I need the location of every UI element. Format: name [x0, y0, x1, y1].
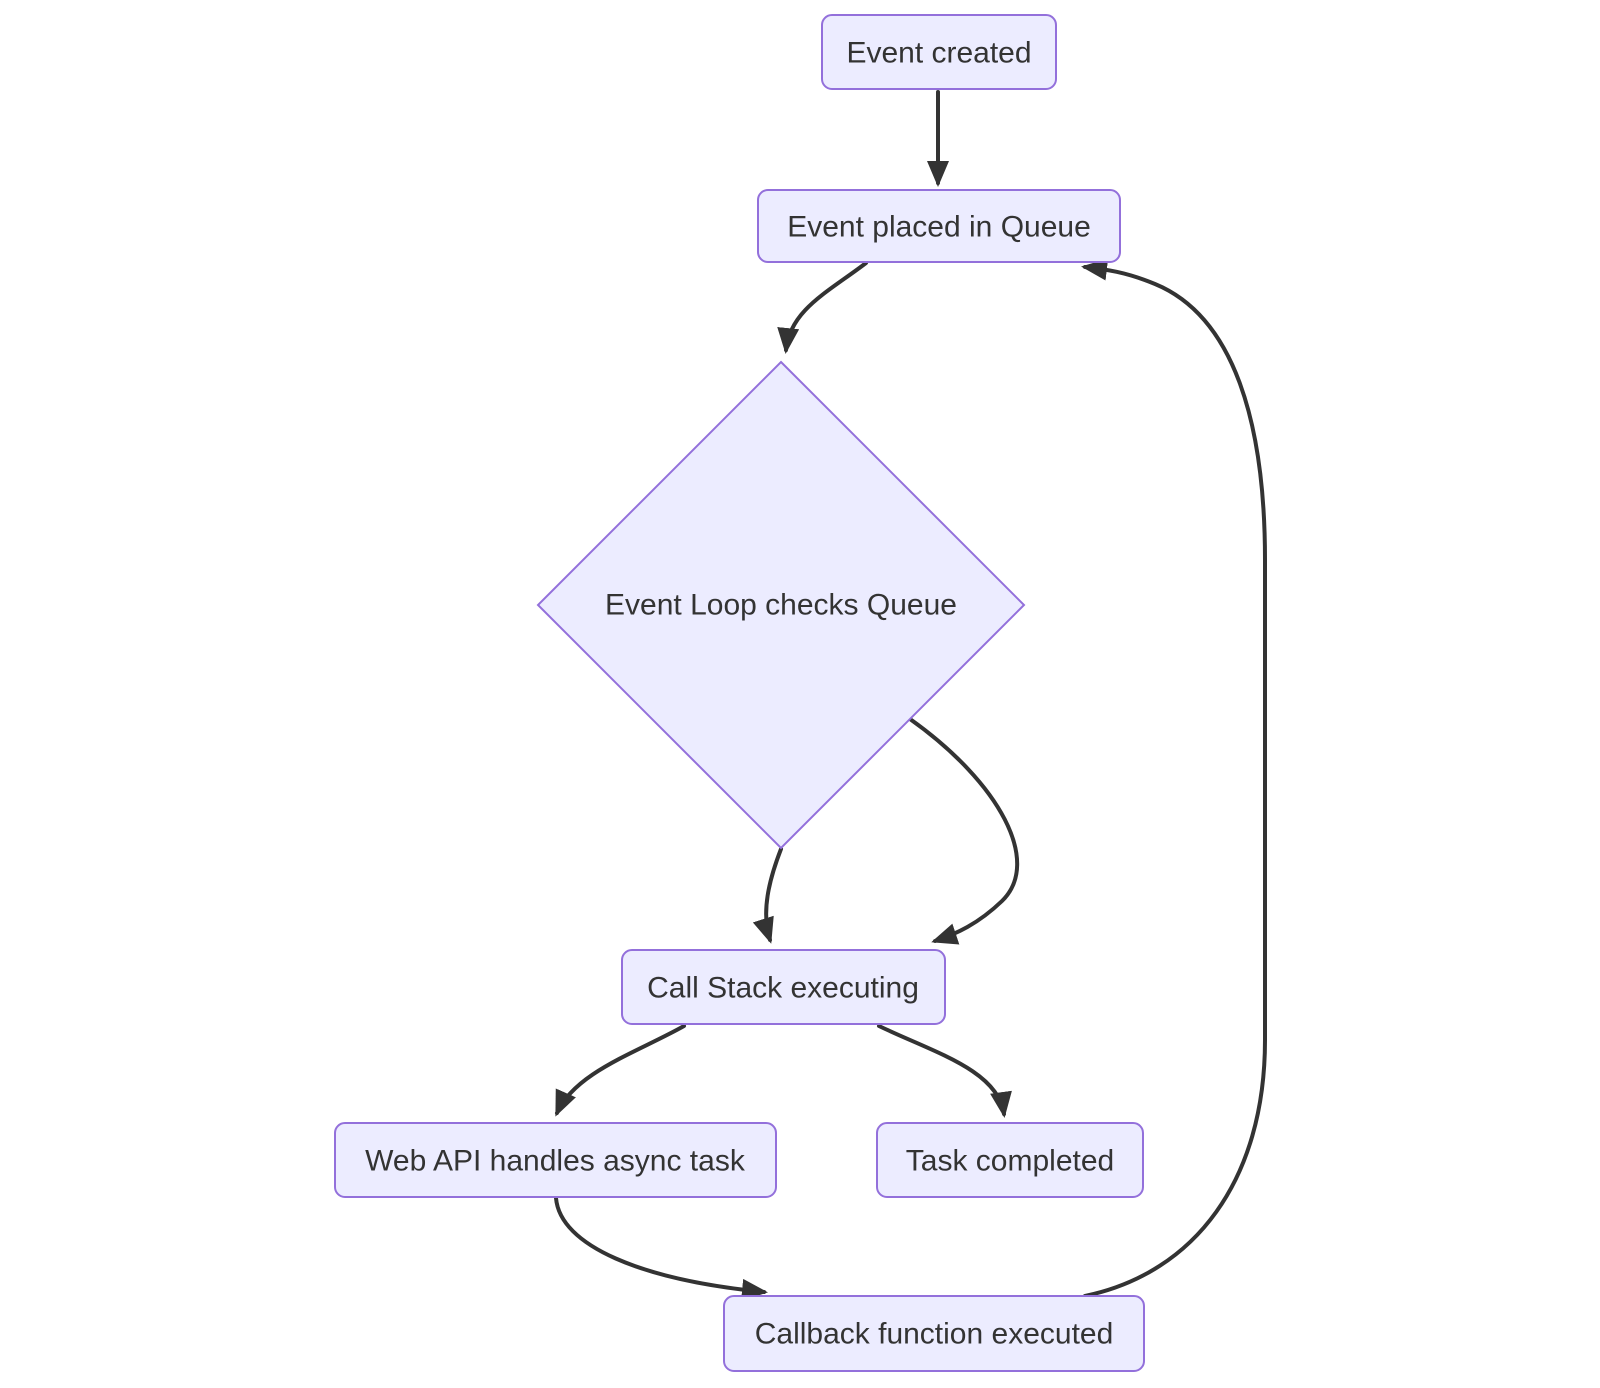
node-callback-function-executed: Callback function executed: [723, 1295, 1145, 1372]
node-task-completed: Task completed: [876, 1122, 1144, 1198]
edge-call-stack-to-web-api: [555, 1024, 686, 1117]
edge-callback-to-queue: [1081, 258, 1267, 1298]
node-task-completed-label: Task completed: [906, 1145, 1114, 1178]
node-event-placed-in-queue-label: Event placed in Queue: [787, 211, 1091, 244]
node-web-api-handles-async-task: Web API handles async task: [334, 1122, 777, 1198]
edge-web-api-to-callback: [554, 1196, 768, 1301]
node-event-loop-checks-queue-shape: [536, 360, 1026, 850]
node-web-api-handles-async-task-label: Web API handles async task: [365, 1145, 746, 1178]
node-event-placed-in-queue-shape: [757, 189, 1121, 263]
node-call-stack-executing: Call Stack executing: [621, 949, 946, 1025]
node-callback-function-executed-shape: [723, 1295, 1145, 1372]
node-event-loop-checks-queue: Event Loop checks Queue: [536, 360, 1026, 850]
edges: [554, 90, 1267, 1301]
edge-queue-to-event-loop: [777, 261, 868, 354]
edge-event-loop-to-call-stack-left: [752, 847, 783, 944]
node-event-created-label: Event created: [846, 37, 1031, 70]
node-call-stack-executing-shape: [621, 949, 946, 1025]
edge-event-loop-to-call-stack-right: [908, 717, 1020, 945]
node-web-api-handles-async-task-shape: [334, 1122, 777, 1198]
node-event-created-shape: [821, 14, 1057, 90]
node-task-completed-shape: [876, 1122, 1144, 1198]
node-event-placed-in-queue: Event placed in Queue: [757, 189, 1121, 263]
node-call-stack-executing-label: Call Stack executing: [647, 972, 919, 1005]
edge-call-stack-to-task-completed: [877, 1024, 1012, 1118]
node-event-loop-checks-queue-label: Event Loop checks Queue: [605, 589, 957, 622]
node-event-created: Event created: [821, 14, 1057, 90]
node-callback-function-executed-label: Callback function executed: [755, 1318, 1114, 1351]
